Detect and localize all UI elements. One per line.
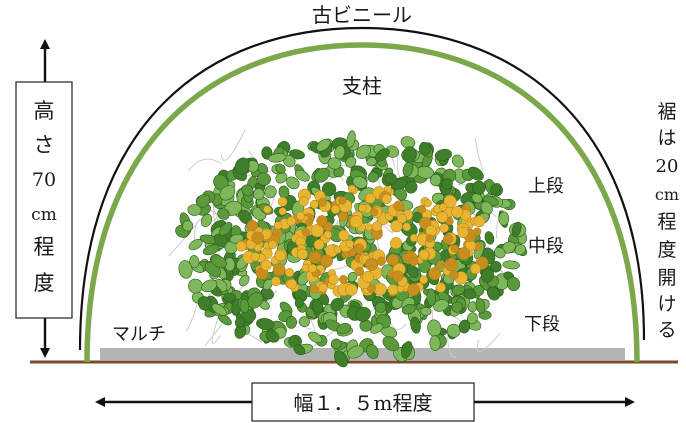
hem-char: 裾	[657, 101, 676, 123]
hem-char: 程	[657, 211, 676, 233]
hem-char: け	[657, 293, 676, 315]
height-char: cm	[31, 205, 57, 225]
hem-gap-label: 裾 は 20 cm 程 度 開 け る	[655, 101, 679, 341]
height-label-box	[15, 81, 73, 319]
width-label-box	[251, 382, 475, 422]
old-vinyl-arc	[78, 26, 646, 351]
height-char: 高	[34, 99, 55, 123]
height-char: さ	[34, 133, 55, 157]
upper-tier-label: 上段	[528, 176, 564, 197]
height-label: 高 さ 70 cm 程 度	[31, 99, 57, 295]
width-label: 幅１．５m程度	[294, 391, 433, 415]
height-char: 度	[34, 271, 55, 295]
flower-cluster	[235, 184, 489, 297]
hem-char: る	[657, 319, 676, 341]
old-vinyl-label: 古ビニール	[312, 3, 412, 27]
hem-char: は	[657, 127, 676, 149]
height-char: 70	[32, 169, 56, 191]
height-char: 程	[34, 235, 55, 259]
hem-char: 開	[657, 267, 676, 289]
support-post-label: 支柱	[342, 74, 382, 98]
mulch-label: マルチ	[112, 324, 166, 345]
support-post-arc	[84, 42, 640, 363]
hem-char: 度	[657, 239, 676, 261]
middle-tier-label: 中段	[528, 236, 564, 257]
lower-tier-label: 下段	[524, 314, 560, 335]
hem-char: 20	[656, 156, 679, 177]
hem-char: cm	[655, 185, 679, 204]
